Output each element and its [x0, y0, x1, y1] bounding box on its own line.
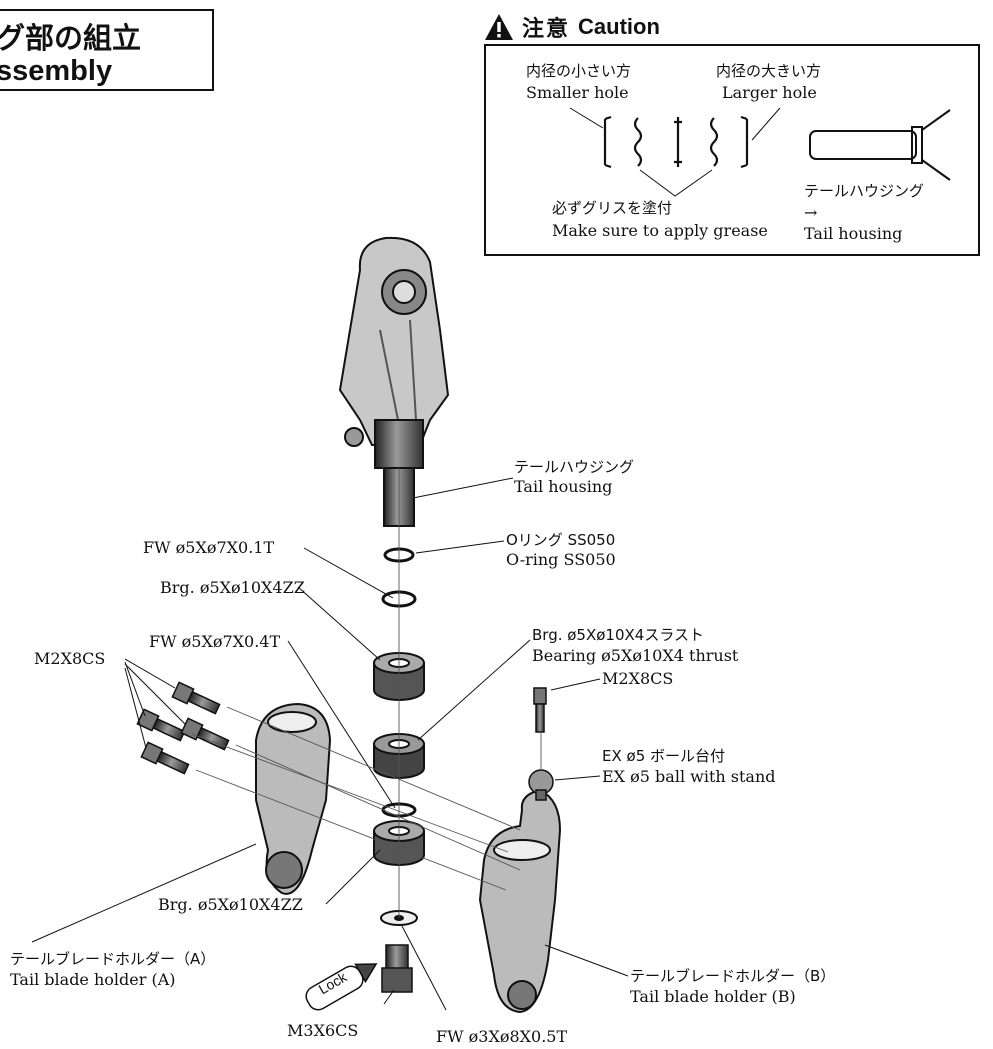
section-title-jp: グ部の組立: [0, 21, 142, 55]
label-thrust-jp: Brg. ø5Xø10X4スラスト: [532, 626, 705, 644]
tail-blade-holder-a: [255, 702, 332, 895]
caution-box: [484, 44, 980, 256]
section-title-en: ssembly: [0, 55, 113, 87]
label-holder-a-jp: テールブレードホルダー（A）: [10, 950, 216, 968]
right-screw-and-ball: [528, 687, 554, 801]
larger-hole-label-jp: 内径の大きい方: [716, 62, 822, 80]
label-thrust-en: Bearing ø5Xø10X4 thrust: [532, 646, 739, 665]
tail-blade-holder-b: [478, 788, 562, 1014]
label-brg-zz-top: Brg. ø5Xø10X4ZZ: [160, 578, 305, 597]
caution-housing-shaft: [809, 109, 951, 181]
warning-triangle-icon: [485, 14, 513, 40]
label-holder-b-jp: テールブレードホルダー（B）: [630, 967, 836, 985]
label-fw-01: FW ø5Xø7X0.1T: [143, 538, 275, 557]
arrow-glyph: →: [804, 203, 818, 222]
tail-housing: [338, 236, 450, 527]
label-holder-a-en: Tail blade holder (A): [10, 970, 176, 989]
housing-label-jp: テールハウジング: [804, 182, 925, 200]
caution-title-jp: 注意: [522, 17, 571, 42]
grease-label-jp: 必ずグリスを塗付: [552, 199, 673, 217]
caution-header: 注意 Caution: [484, 10, 660, 44]
smaller-hole-label-jp: 内径の小さい方: [526, 62, 632, 80]
grease-label-en: Make sure to apply grease: [552, 221, 768, 240]
larger-hole-label-en: Larger hole: [722, 83, 817, 102]
label-tail-housing-jp: テールハウジング: [514, 458, 635, 476]
label-m2x8-right: M2X8CS: [602, 669, 674, 688]
label-ball-en: EX ø5 ball with stand: [602, 767, 776, 786]
lock-tube-and-m3-screw: [305, 944, 413, 1011]
label-oring-en: O-ring SS050: [506, 550, 616, 569]
label-m3x6: M3X6CS: [287, 1021, 359, 1040]
smaller-hole-label-en: Smaller hole: [526, 83, 629, 102]
label-oring-jp: Oリング SS050: [506, 531, 616, 549]
label-m2x8-left: M2X8CS: [34, 649, 106, 668]
caution-washer-profiles: [603, 115, 749, 169]
left-screws: [136, 681, 230, 775]
label-fw-05: FW ø3Xø8X0.5T: [436, 1027, 568, 1046]
label-fw-04: FW ø5Xø7X0.4T: [149, 632, 281, 651]
caution-leader-lines: [569, 107, 781, 197]
housing-label-en: Tail housing: [804, 224, 903, 243]
label-tail-housing-en: Tail housing: [514, 477, 613, 496]
caution-title-en: Caution: [578, 14, 660, 39]
section-title-box: グ部の組立 ssembly: [0, 9, 214, 91]
label-holder-b-en: Tail blade holder (B): [630, 987, 796, 1006]
leader-lines: [31, 468, 629, 1011]
label-ball-jp: EX ø5 ボール台付: [602, 747, 726, 765]
label-brg-zz-bottom: Brg. ø5Xø10X4ZZ: [158, 895, 303, 914]
